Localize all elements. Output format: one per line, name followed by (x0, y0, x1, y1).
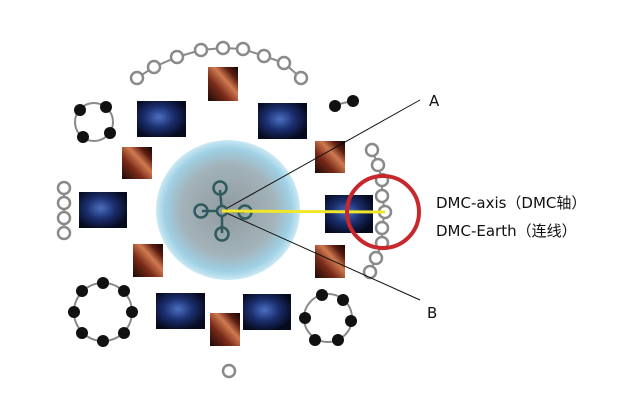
galaxy-image (79, 192, 127, 228)
bottom-left-ring (68, 277, 138, 347)
label-a: A (429, 92, 440, 110)
highlight-circle (345, 174, 421, 250)
streak-image (315, 245, 345, 278)
top-left-ring (74, 101, 116, 143)
dmc-earth-line (221, 209, 386, 214)
galaxy-image (137, 101, 186, 137)
pointer-line-a (221, 99, 421, 212)
left-chain (56, 180, 72, 241)
label-b: B (427, 304, 438, 322)
streak-image (315, 141, 345, 173)
label-dmc-axis: DMC-axis（DMC轴） (436, 194, 587, 212)
top-right-dimer (329, 95, 359, 112)
galaxy-image (258, 103, 307, 139)
bottom-single-node (221, 363, 237, 379)
streak-image (208, 67, 238, 101)
streak-image (122, 147, 152, 179)
galaxy-image (156, 293, 205, 329)
top-arc-chain (129, 40, 309, 86)
streak-image (133, 244, 163, 277)
streak-image (210, 313, 240, 346)
galaxy-image (243, 294, 291, 330)
bottom-right-ring (299, 289, 357, 346)
red-streak-images (122, 67, 345, 346)
label-dmc-earth: DMC-Earth（连线） (436, 222, 577, 240)
pointer-line-b (221, 210, 421, 301)
